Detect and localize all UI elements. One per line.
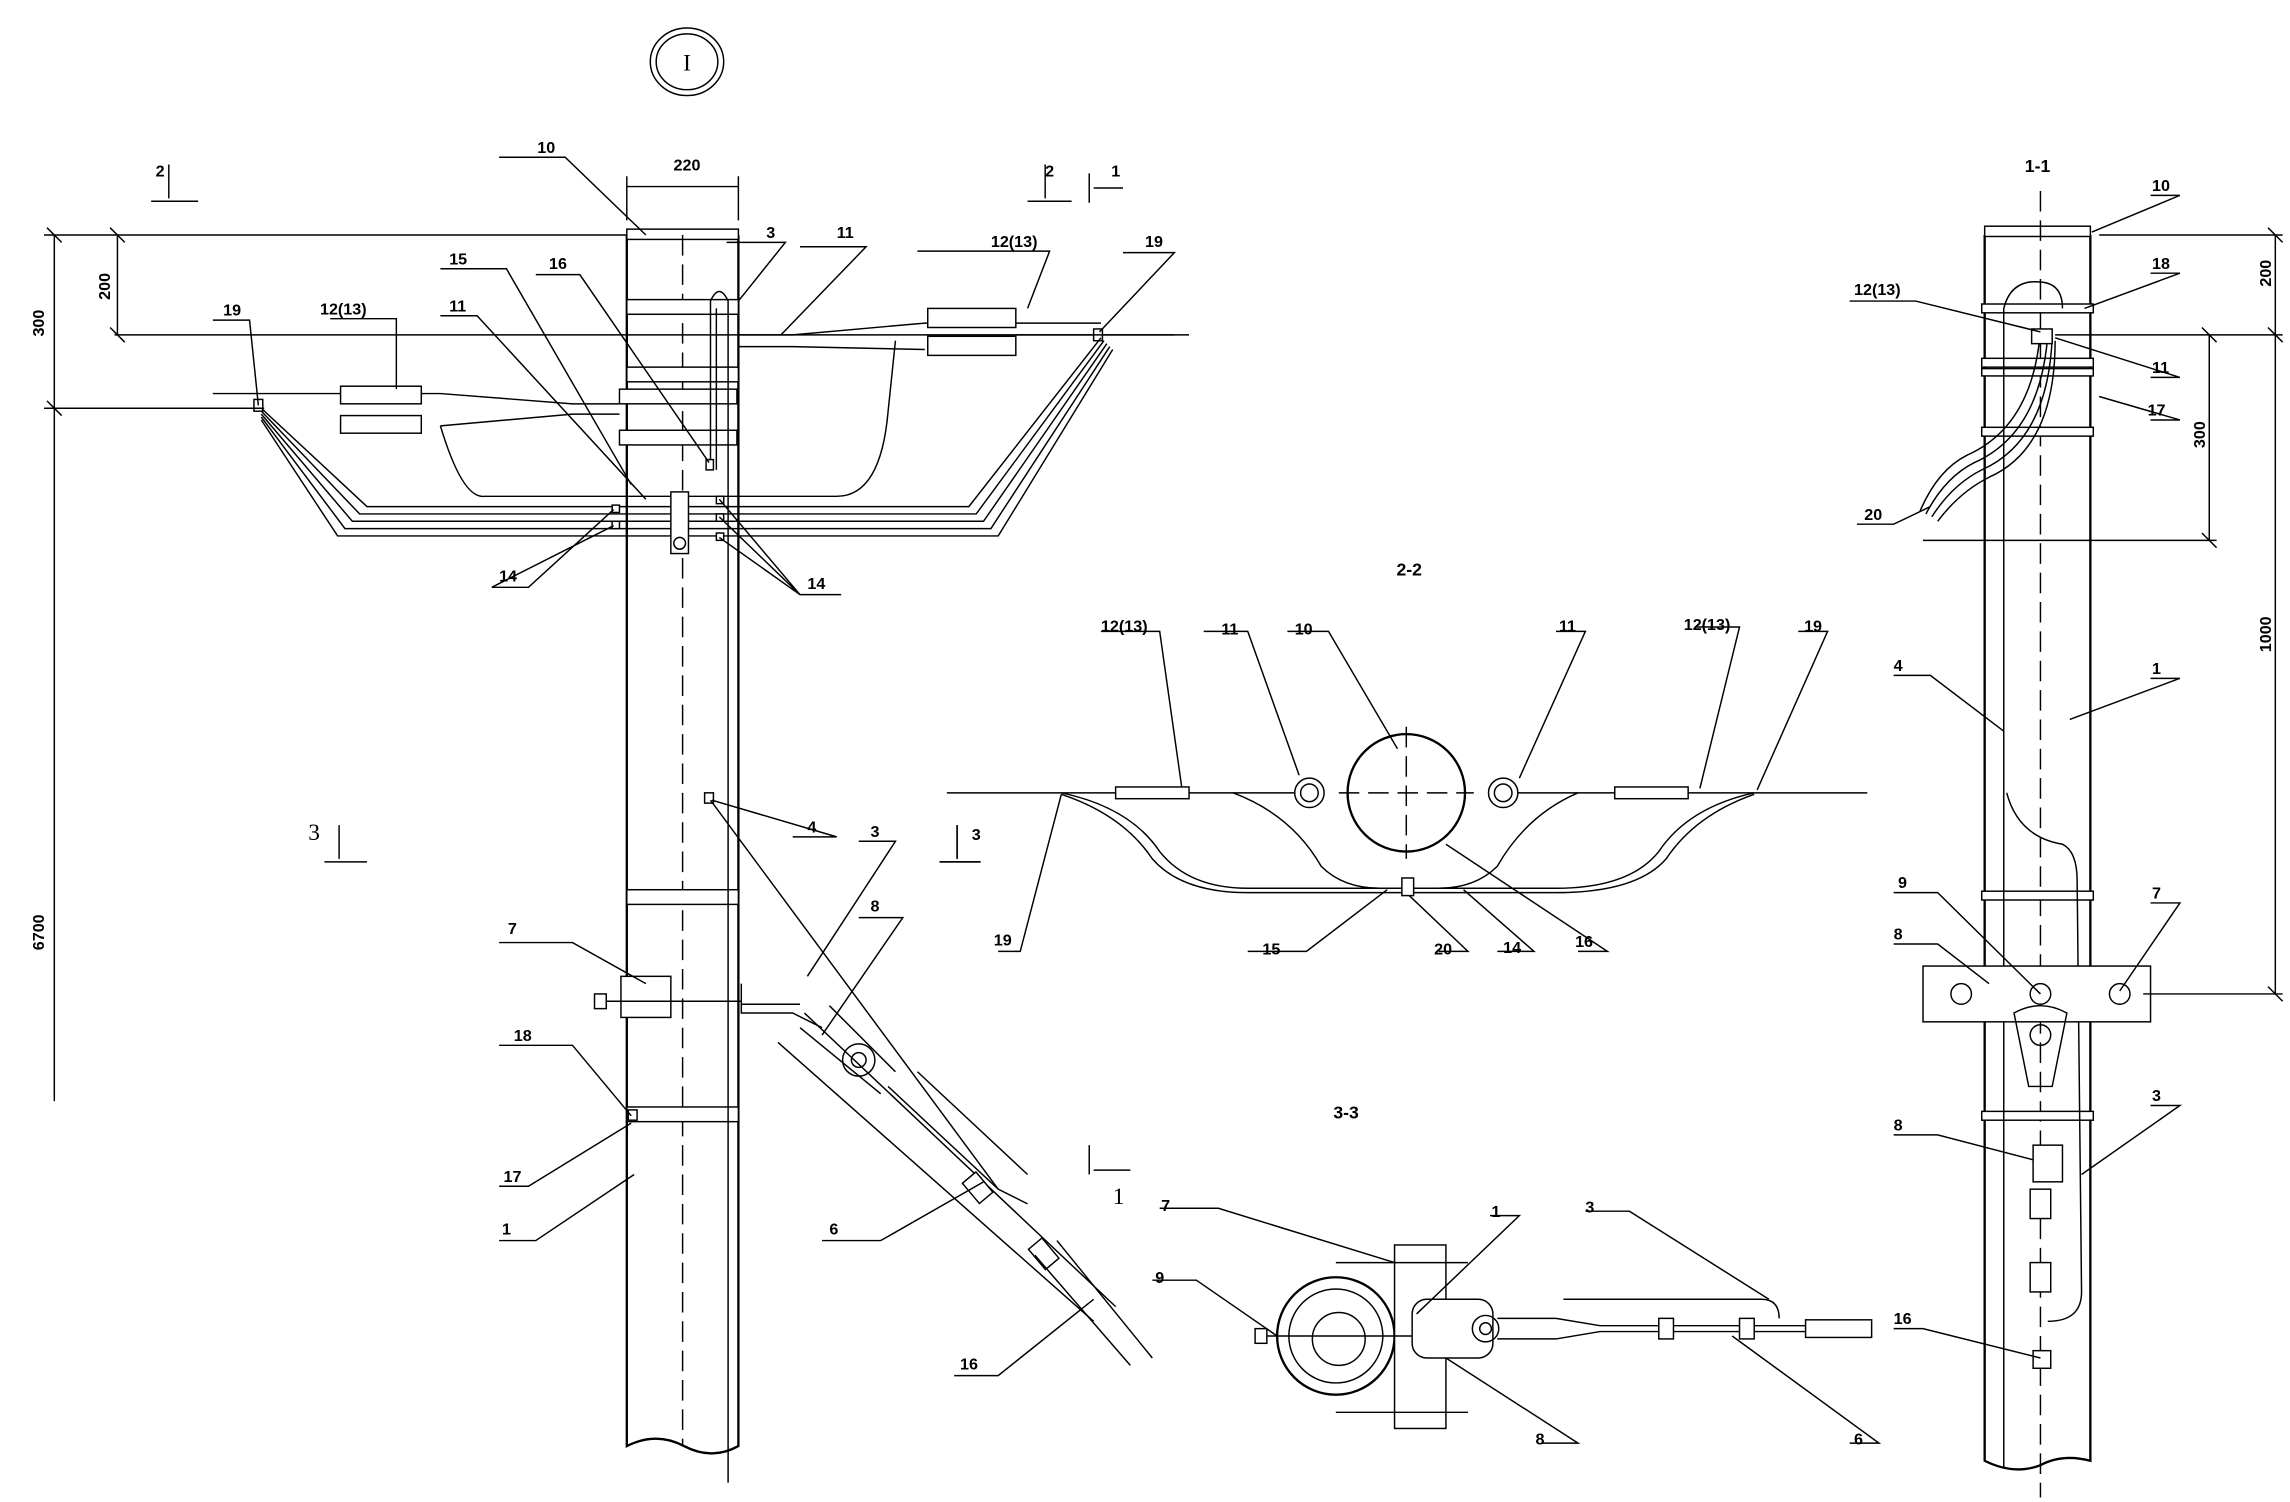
callout: 3 [766, 224, 775, 242]
section-mark-3: 3 [972, 826, 981, 844]
callout: 10 [2152, 177, 2170, 195]
callout: 18 [2152, 255, 2170, 273]
callout: 12(13) [991, 233, 1038, 251]
section-mark-3: 3 [308, 820, 320, 846]
callout: 11 [449, 297, 466, 315]
callout: 3 [870, 823, 879, 841]
section-mark-2-right: 2 [1045, 162, 1054, 180]
callout: 8 [1894, 1116, 1903, 1134]
dim-arm-spacing: 300 [2191, 421, 2209, 448]
callout: 4 [807, 818, 816, 836]
callout: 6 [829, 1221, 838, 1239]
section-title: 2-2 [1397, 560, 1423, 580]
callout: 10 [537, 139, 555, 157]
callout: 16 [1894, 1310, 1912, 1328]
callout: 14 [499, 567, 517, 585]
callout: 9 [1898, 874, 1907, 892]
callout: 19 [1804, 617, 1822, 635]
section-mark-1-top: 1 [1111, 162, 1120, 180]
main-view: 220 200 300 6700 2 2 1 1 3 10 3 11 12(13… [30, 139, 1190, 1483]
section-3-3: 3-3 7 1 3 9 8 6 [1152, 1103, 1882, 1449]
section-mark-1-bottom: 1 [1113, 1184, 1125, 1210]
callout: 7 [2152, 885, 2161, 903]
callout: 4 [1894, 657, 1903, 675]
dim-pole-width: 220 [674, 156, 701, 174]
callout: 15 [1262, 940, 1280, 958]
dim-total-height: 6700 [30, 914, 48, 950]
section-2-2: 2-2 3 12(13) 11 10 11 12(13) 19 19 15 20… [939, 560, 1868, 958]
callout: 10 [1295, 620, 1313, 638]
section-1-1: 1-1 200 300 1000 10 18 12(13) 11 17 20 [1849, 156, 2284, 1498]
callout: 16 [1575, 933, 1593, 951]
section-title: 1-1 [2025, 156, 2051, 176]
callout: 8 [1535, 1431, 1544, 1449]
callout: 12(13) [1684, 616, 1731, 634]
callout: 11 [2152, 359, 2169, 377]
detail-marker-label: I [683, 51, 691, 77]
callout: 11 [837, 224, 854, 242]
callout: 6 [1854, 1431, 1863, 1449]
main-callouts: 10 3 11 12(13) 19 15 16 19 12(13) 11 14 … [223, 139, 1163, 1374]
callout: 16 [960, 1356, 978, 1374]
detail-marker: I [649, 27, 725, 97]
callout: 8 [870, 898, 879, 916]
callout: 12(13) [1101, 617, 1148, 635]
dim-bracket-height: 1000 [2257, 616, 2275, 652]
bracket-plate [670, 491, 690, 555]
callout: 19 [994, 932, 1012, 950]
section-mark-2-left: 2 [156, 162, 165, 180]
callout: 14 [807, 575, 825, 593]
callout: 15 [449, 250, 467, 268]
callout: 17 [2148, 402, 2166, 420]
callout: 1 [502, 1221, 511, 1239]
callout: 20 [1864, 506, 1882, 524]
dim-top-offset: 200 [96, 273, 114, 300]
callout: 19 [223, 302, 241, 320]
callout: 16 [549, 255, 567, 273]
callout: 1 [2152, 660, 2161, 678]
callout: 11 [1559, 617, 1576, 635]
callout: 12(13) [1854, 281, 1901, 299]
callout: 17 [504, 1168, 522, 1186]
callout: 12(13) [320, 300, 367, 318]
dim-top-offset: 200 [2257, 260, 2275, 287]
callout: 18 [514, 1027, 532, 1045]
callout: 8 [1894, 926, 1903, 944]
callout: 7 [508, 920, 517, 938]
callout: 9 [1155, 1269, 1164, 1287]
callout: 1 [1491, 1203, 1500, 1221]
section-title: 3-3 [1333, 1103, 1359, 1123]
callout: 11 [1221, 620, 1238, 638]
callout: 20 [1434, 940, 1452, 958]
callout: 14 [1503, 939, 1521, 957]
callout: 3 [1585, 1199, 1594, 1217]
callout: 3 [2152, 1087, 2161, 1105]
callout: 7 [1161, 1197, 1170, 1215]
callout: 19 [1145, 233, 1163, 251]
pole-body [625, 235, 740, 1455]
dim-arm-spacing: 300 [30, 310, 48, 337]
